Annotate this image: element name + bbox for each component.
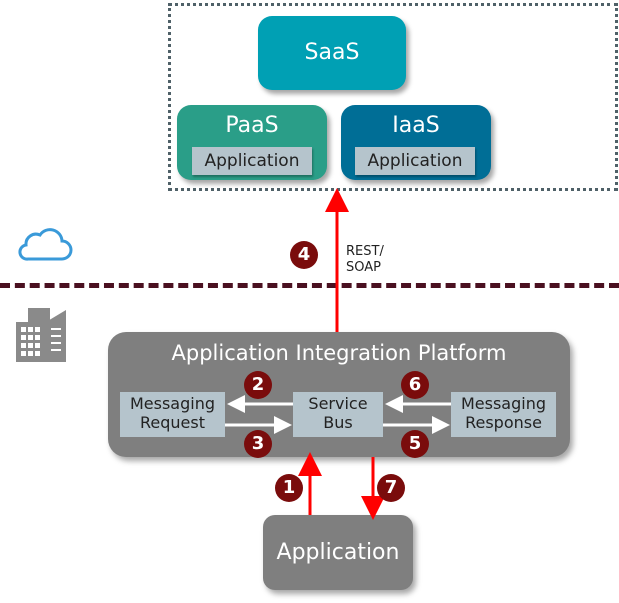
saas-label: SaaS bbox=[304, 40, 360, 65]
platform-title: Application Integration Platform bbox=[171, 341, 507, 365]
application-box: Application bbox=[263, 515, 413, 590]
protocol-line1: REST/ bbox=[346, 244, 384, 259]
saas-box: SaaS bbox=[258, 16, 406, 90]
paas-label: PaaS bbox=[225, 113, 279, 138]
step-badge-5: 5 bbox=[401, 430, 429, 458]
protocol-line2: SOAP bbox=[346, 260, 381, 275]
messaging-response-line2: Response bbox=[465, 413, 542, 432]
step-badge-1: 1 bbox=[275, 474, 303, 502]
iaas-label: IaaS bbox=[392, 113, 440, 138]
service-bus-line2: Bus bbox=[323, 413, 353, 432]
step-badge-7: 7 bbox=[377, 474, 405, 502]
protocol-label: REST/ SOAP bbox=[346, 244, 384, 276]
step-badge-2: 2 bbox=[244, 371, 272, 399]
messaging-response-line1: Messaging bbox=[460, 394, 547, 413]
service-bus-box: Service Bus bbox=[293, 392, 383, 437]
paas-box: PaaS Application bbox=[177, 105, 327, 180]
building-icon bbox=[16, 308, 66, 362]
cloud-onpremise-divider bbox=[0, 283, 619, 288]
iaas-box: IaaS Application bbox=[341, 105, 491, 180]
messaging-request-box: Messaging Request bbox=[120, 392, 225, 437]
messaging-request-line1: Messaging bbox=[129, 394, 216, 413]
cloud-icon bbox=[18, 228, 73, 261]
messaging-request-line2: Request bbox=[140, 413, 205, 432]
step-badge-6: 6 bbox=[401, 371, 429, 399]
iaas-application: Application bbox=[355, 147, 475, 175]
messaging-response-box: Messaging Response bbox=[451, 392, 556, 437]
application-label: Application bbox=[276, 540, 400, 565]
paas-application: Application bbox=[192, 147, 312, 175]
service-bus-line1: Service bbox=[308, 394, 368, 413]
step-badge-3: 3 bbox=[244, 430, 272, 458]
cloud-boundary bbox=[168, 3, 618, 191]
step-badge-4: 4 bbox=[290, 241, 318, 269]
